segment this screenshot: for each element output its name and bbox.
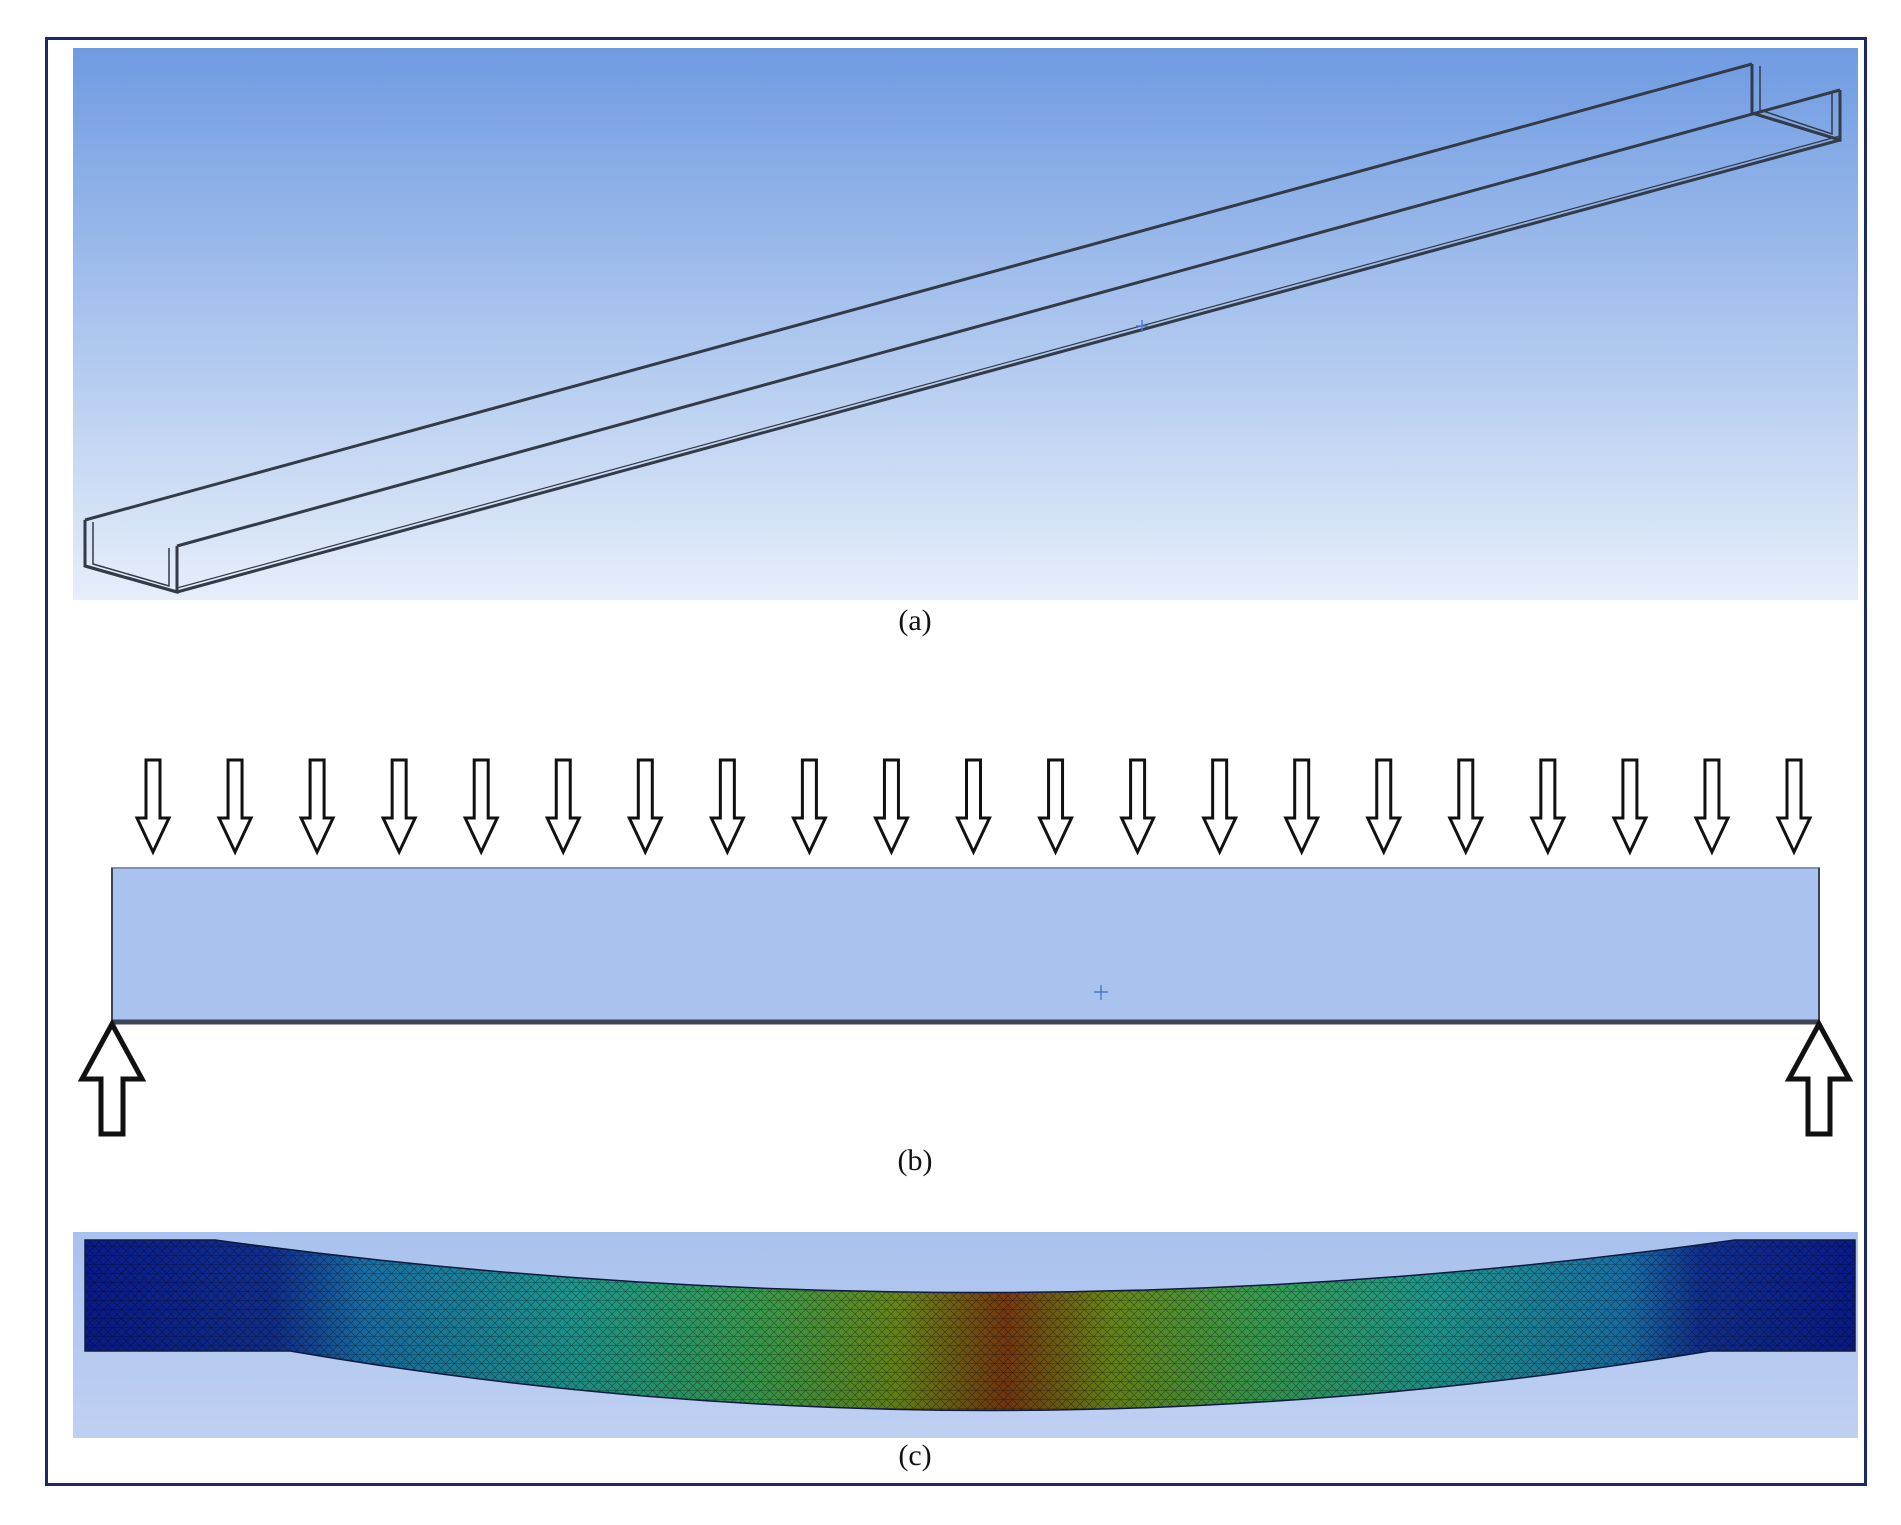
load-arrow	[544, 758, 582, 856]
load-arrow	[1201, 758, 1239, 856]
load-arrow	[1775, 758, 1813, 856]
load-arrow	[791, 758, 828, 856]
panel-c: (c)	[73, 1232, 1858, 1472]
load-arrow	[1037, 758, 1074, 856]
load-arrow	[462, 758, 500, 856]
deformed-beam-outline	[84, 1239, 1856, 1412]
distributed-load-arrows	[134, 758, 1813, 856]
support-reactions	[77, 1018, 1854, 1137]
load-arrow	[1693, 758, 1731, 856]
panel-b: (b)	[77, 758, 1854, 1177]
origin-marker-a	[1136, 320, 1148, 332]
right-support-arrow	[1784, 1018, 1854, 1137]
panel-a-caption: (a)	[898, 604, 931, 637]
panel-c-caption: (c)	[898, 1439, 931, 1472]
load-arrow	[134, 758, 172, 856]
origin-marker-b	[1094, 985, 1108, 1000]
load-arrow	[873, 758, 910, 856]
channel-beam-wireframe	[83, 62, 1842, 594]
panel-a-viewport	[73, 48, 1858, 600]
load-arrow	[1119, 758, 1156, 856]
beam-side-view	[111, 867, 1820, 1023]
load-arrow	[708, 758, 746, 856]
load-arrow	[955, 758, 992, 856]
load-arrow	[1529, 758, 1567, 856]
panel-b-caption: (b)	[898, 1144, 933, 1177]
load-arrow	[298, 758, 336, 856]
load-arrow	[1365, 758, 1403, 856]
load-arrow	[1611, 758, 1649, 856]
load-arrow	[1447, 758, 1485, 856]
load-arrow	[626, 758, 664, 856]
panel-a: (a)	[73, 48, 1858, 637]
load-arrow	[380, 758, 418, 856]
load-arrow	[1283, 758, 1321, 856]
load-arrow	[216, 758, 254, 856]
left-support-arrow	[77, 1018, 147, 1137]
